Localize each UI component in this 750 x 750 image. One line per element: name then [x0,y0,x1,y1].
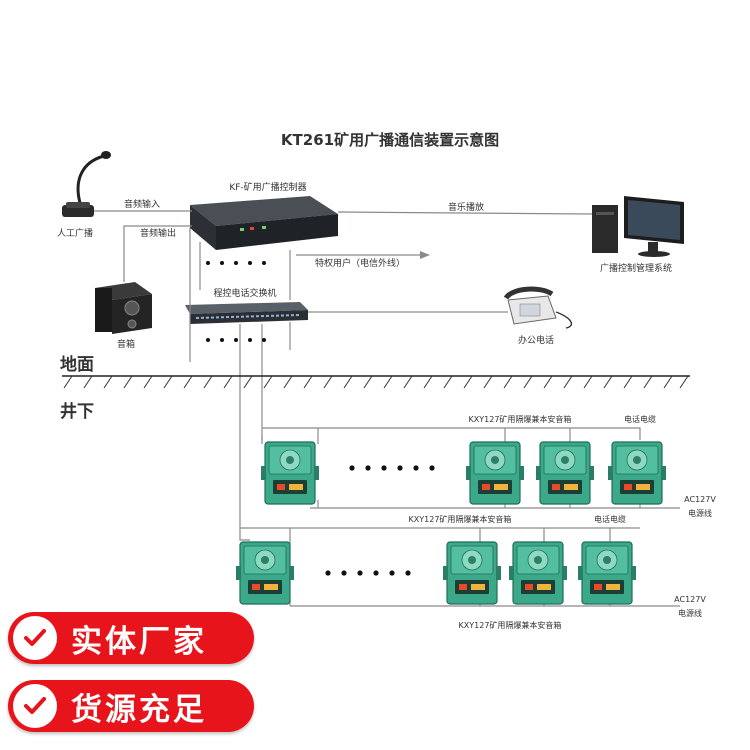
row2-wiring [240,527,680,607]
row1-ellipsis [349,465,435,471]
computer-icon [592,196,684,257]
explosion-proof-speaker-box [607,441,667,505]
pc-label: 广播控制管理系统 [600,262,672,274]
underground-label: 井下 [60,401,94,422]
special-user-label: 特权用户（电信外线） [315,257,405,269]
promo-badge-factory: 实体厂家 [8,612,254,664]
promo-badge-text: 货源充足 [71,691,207,728]
box-label-1: KXY127矿用隔爆兼本安音箱 [469,414,572,424]
phone-icon [503,286,573,329]
promo-badge-stock: 货源充足 [8,680,254,732]
promo-badge-text: 实体厂家 [71,623,207,660]
microphone-icon [62,151,111,217]
speaker-icon [95,282,152,334]
switch-label: 程控电话交换机 [213,287,276,299]
check-icon [13,616,57,660]
explosion-proof-speaker-box [235,541,295,605]
music-label: 音乐播放 [448,201,484,213]
check-icon [13,684,57,728]
broadcast-controller [190,196,338,250]
box-label-2: KXY127矿用隔爆兼本安音箱 [409,514,512,524]
controller-label: KF-矿用广播控制器 [229,181,306,193]
speaker-label: 音箱 [117,338,135,350]
audio-output-label: 音频输出 [140,227,176,239]
power-2-voltage: AC127V [674,595,706,604]
power-2-label: 电源线 [678,608,702,618]
explosion-proof-speaker-box [508,541,568,605]
power-1-voltage: AC127V [684,495,716,504]
explosion-proof-speaker-box [465,441,525,505]
telephone-line-1-label: 电话电缆 [624,414,656,424]
phone-switch [185,302,308,324]
power-1-label: 电源线 [688,508,712,518]
diagram-title: KT261矿用广播通信装置示意图 [281,131,499,149]
connection-lines [94,210,593,541]
box-label-3: KXY127矿用隔爆兼本安音箱 [459,620,562,630]
telephone-line-2-label: 电话电缆 [594,514,626,524]
ground-label: 地面 [60,354,94,375]
explosion-proof-speaker-box [442,541,502,605]
explosion-proof-speaker-box [260,441,320,505]
explosion-proof-speaker-box [577,541,637,605]
ground-line [62,375,690,389]
row2-ellipsis [325,570,411,576]
microphone-label: 人工广播 [57,227,93,239]
explosion-proof-speaker-box [535,441,595,505]
office-phone-label: 办公电话 [518,334,554,346]
audio-input-label: 音频输入 [124,198,160,210]
ellipsis-dots [206,261,266,342]
